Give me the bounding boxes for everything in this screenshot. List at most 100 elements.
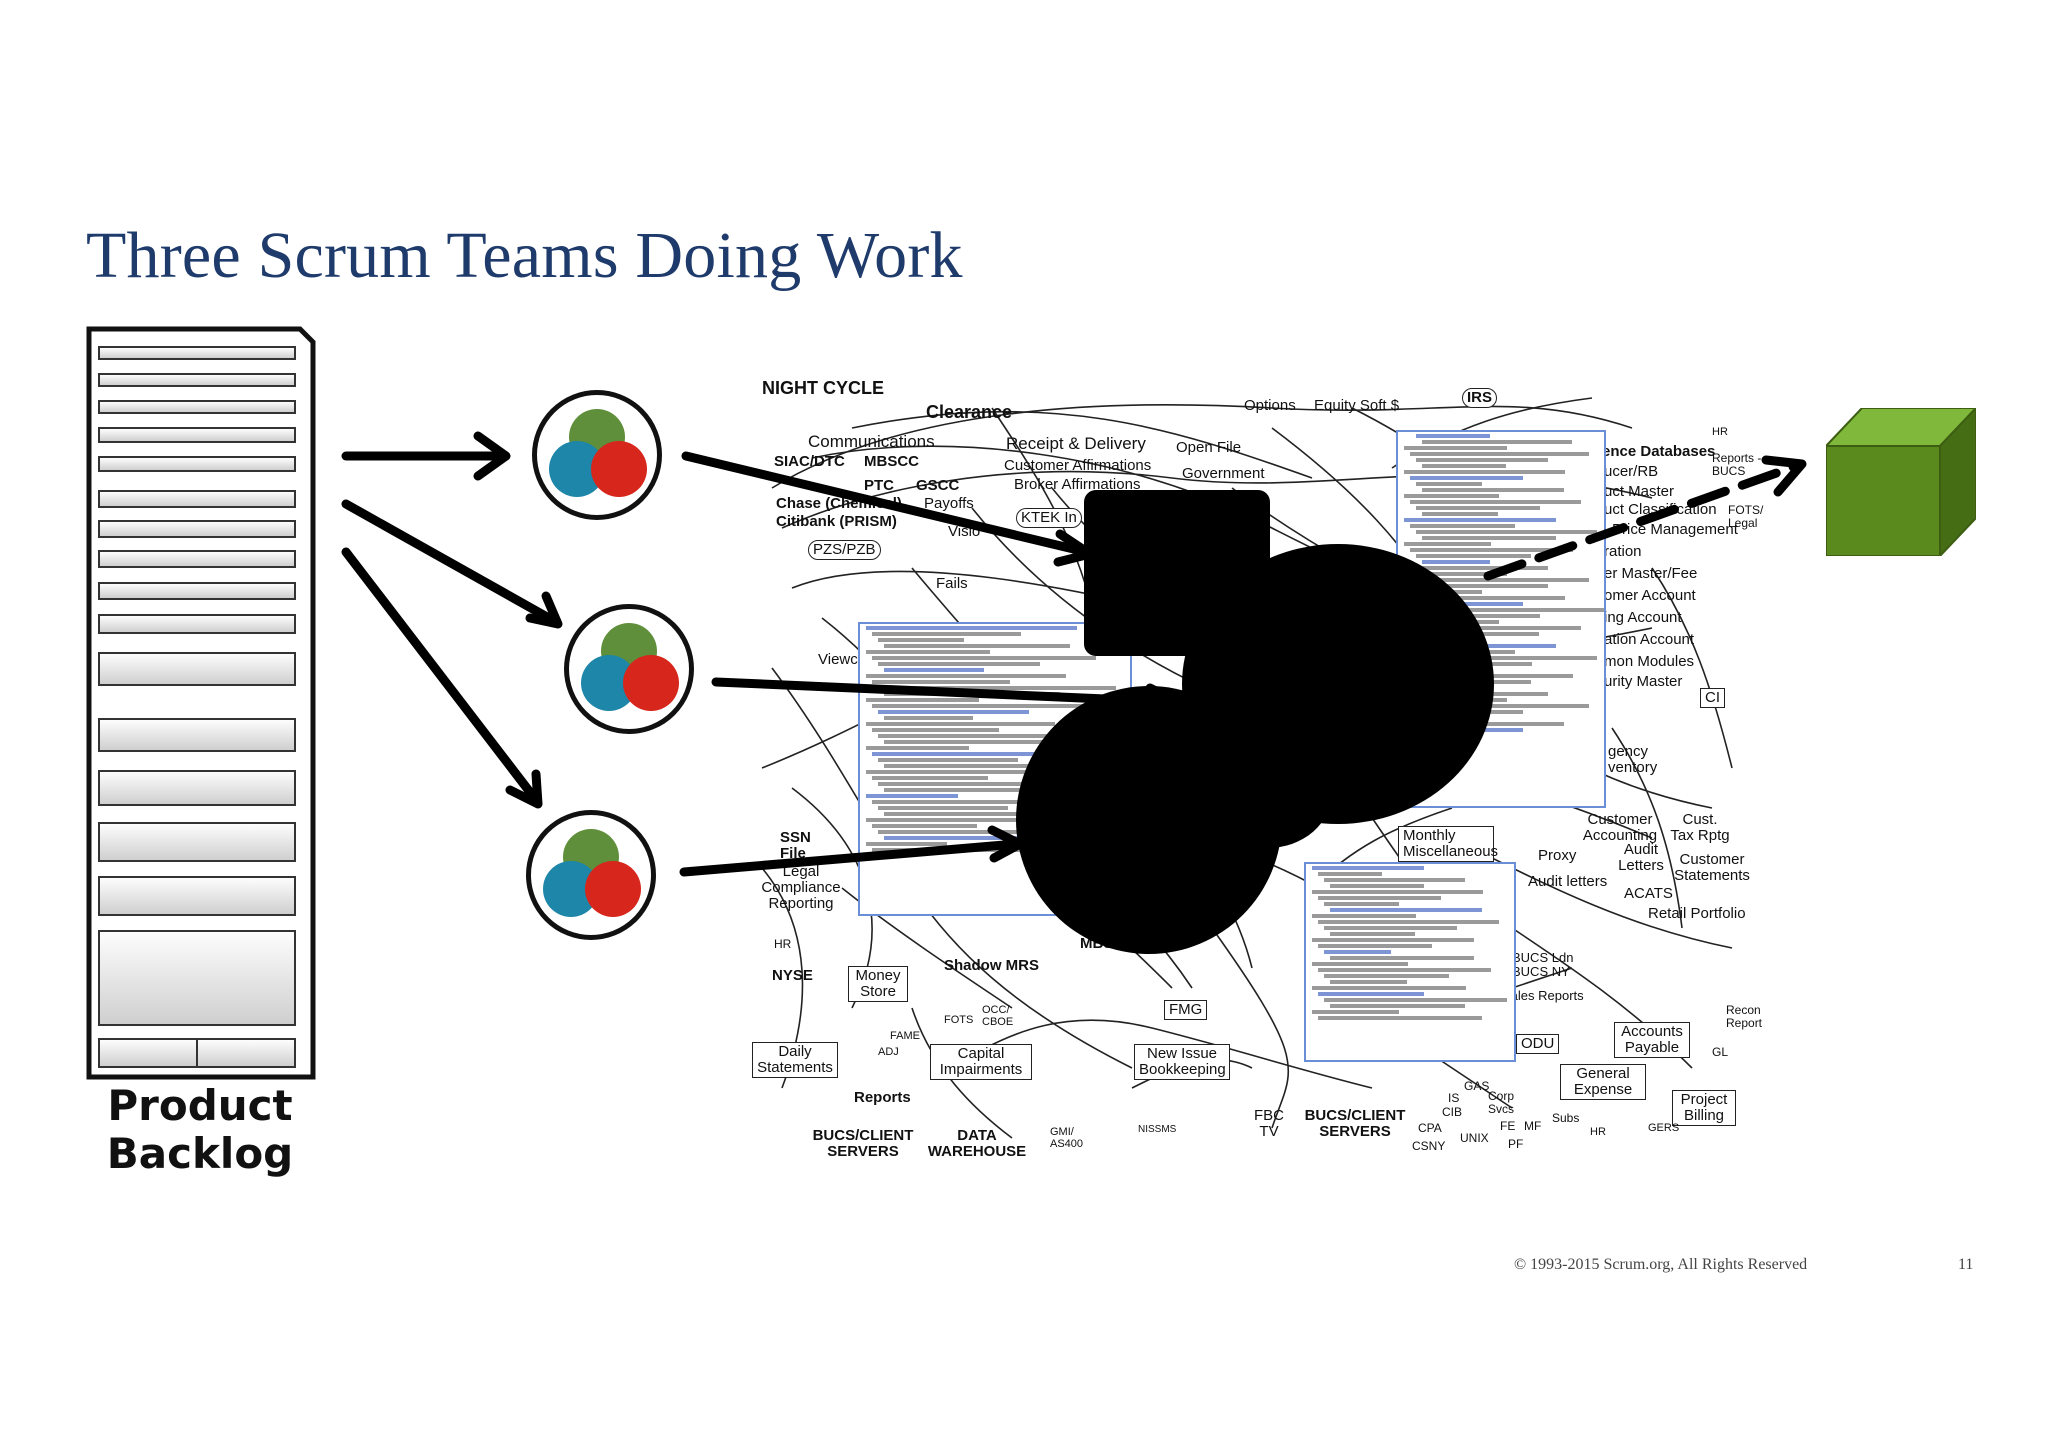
label-corp-svcs: Corp Svcs: [1488, 1089, 1515, 1116]
code-line: [884, 716, 974, 720]
label-mbscc: MBSCC: [864, 453, 919, 470]
label-retail-portfolio: Retail Portfolio: [1648, 905, 1746, 922]
label-proxy: Proxy: [1538, 847, 1577, 864]
label-pzs-pzb: PZS/PZB: [808, 540, 881, 560]
code-line: [872, 704, 1086, 708]
code-line: [878, 710, 1030, 714]
label-hr-top: HR: [1712, 426, 1728, 438]
product-increment-cube: [1826, 408, 1976, 556]
label-adj: ADJ: [878, 1046, 899, 1058]
label-chase: Chase (Chemical): [776, 495, 902, 512]
backlog-item: [98, 582, 296, 600]
code-line: [872, 680, 1010, 684]
code-line: [866, 626, 1077, 630]
label-accounts-payable: Accounts Payable: [1614, 1022, 1690, 1058]
code-line: [872, 752, 1075, 756]
label-receipt-delivery: Receipt & Delivery: [1006, 434, 1146, 453]
label-price-management: Price Management: [1612, 521, 1738, 538]
code-line: [1416, 674, 1573, 678]
code-line: [1330, 932, 1416, 936]
label-money-store: Money Store: [848, 966, 908, 1002]
label-gers: GERS: [1648, 1122, 1680, 1134]
legacy-system-diagram: NIGHT CYCLE Clearance Communications Rec…: [752, 368, 1772, 1182]
code-line: [1312, 962, 1408, 966]
label-reports-bucs: Reports - BUCS: [1712, 451, 1762, 478]
label-daily-statements: Daily Statements: [752, 1042, 838, 1078]
label-nissms: NISSMS: [1138, 1124, 1177, 1135]
label-master-fee: er Master/Fee: [1604, 565, 1698, 582]
code-line: [1318, 896, 1441, 900]
code-line: [878, 734, 1105, 738]
code-line: [884, 668, 984, 672]
code-line: [1330, 884, 1424, 888]
label-subs: Subs: [1552, 1111, 1580, 1125]
team-member-red: [623, 655, 679, 711]
backlog-item: [98, 373, 296, 387]
label-fbc-tv: FBC TV: [1254, 1107, 1284, 1140]
code-line: [866, 842, 947, 846]
backlog-item: [98, 346, 296, 360]
label-product-classification: uct Classification: [1604, 501, 1717, 518]
code-line: [878, 830, 1084, 834]
code-line: [884, 692, 1060, 696]
code-line: [1312, 1010, 1400, 1014]
code-line: [866, 698, 980, 702]
chaos-blob: [1172, 708, 1332, 848]
label-recon-report: Recon Report: [1726, 1003, 1763, 1030]
label-hr-left: HR: [774, 937, 792, 951]
label-csny: CSNY: [1412, 1139, 1446, 1153]
label-ation-account: ation Account: [1604, 631, 1695, 648]
backlog-item: [98, 652, 296, 686]
label-open-file: Open File: [1176, 439, 1242, 456]
label-customer-account: omer Account: [1604, 587, 1696, 604]
arrow-backlog-to-team-3-head: [505, 769, 543, 809]
backlog-label-line: Backlog: [106, 1129, 294, 1178]
label-customer-accounting: Customer Accounting: [1582, 811, 1658, 844]
code-line: [872, 824, 978, 828]
team-member-red: [585, 861, 641, 917]
label-common-modules: mon Modules: [1604, 653, 1695, 670]
code-line: [1324, 926, 1458, 930]
label-clearance: Clearance: [926, 402, 1013, 422]
code-line: [884, 812, 1114, 816]
arrow-backlog-to-team-2: [341, 499, 561, 627]
backlog-item: [98, 770, 296, 806]
label-gas: GAS: [1464, 1079, 1490, 1093]
backlog-item: [98, 718, 296, 752]
code-line: [1410, 452, 1590, 456]
slide-title: Three Scrum Teams Doing Work: [86, 219, 963, 292]
label-odu: ODU: [1516, 1034, 1560, 1054]
label-cib: CIB: [1442, 1105, 1463, 1119]
label-night-cycle: NIGHT CYCLE: [762, 378, 885, 398]
code-line: [1318, 920, 1499, 924]
code-line: [1416, 458, 1548, 462]
code-line: [884, 764, 1125, 768]
code-line: [1410, 548, 1573, 552]
code-line: [1324, 974, 1449, 978]
label-audit-letters: Audit Letters: [1618, 841, 1664, 874]
code-line: [1318, 872, 1383, 876]
label-issuer: ucer/RB: [1604, 463, 1659, 480]
code-line: [1422, 488, 1565, 492]
code-line: [1422, 656, 1598, 660]
code-line: [1410, 572, 1507, 576]
label-security-master: urity Master: [1604, 673, 1683, 690]
label-unix: UNIX: [1460, 1131, 1489, 1145]
code-line: [872, 800, 1064, 804]
backlog-item: [98, 550, 296, 568]
label-occ-cboe: OCC/ CBOE: [982, 1004, 1014, 1028]
code-line: [1422, 608, 1604, 612]
code-line: [1416, 506, 1540, 510]
backlog-item: [98, 520, 296, 538]
label-data-warehouse: DATA WAREHOUSE: [927, 1127, 1027, 1160]
label-ci: CI: [1700, 688, 1725, 708]
label-fots: FOTS: [944, 1014, 974, 1026]
backlog-item: [98, 822, 296, 862]
label-fots-legal: FOTS/ Legal: [1728, 503, 1764, 530]
label-fails: Fails: [936, 575, 968, 592]
code-line: [866, 794, 958, 798]
label-ssn-file: SSN File: [780, 829, 811, 862]
code-line: [872, 776, 989, 780]
backlog-label-line: Product: [107, 1081, 293, 1130]
label-irs: IRS: [1462, 388, 1498, 408]
